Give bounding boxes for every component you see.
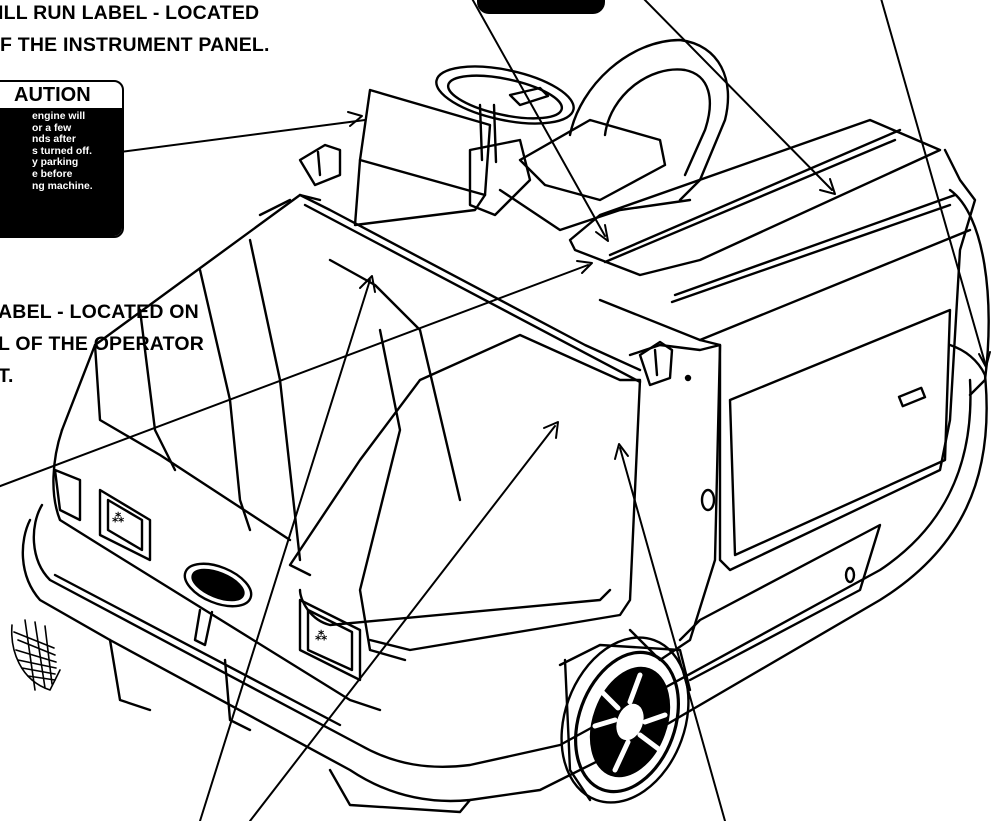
bumper-inner-line [32, 378, 972, 768]
front-emblem [183, 562, 253, 608]
tow-hook [193, 608, 214, 647]
skirt-front-plate [108, 638, 252, 732]
caution-line: nds after [32, 134, 76, 146]
hopper-ridge-3 [198, 268, 252, 532]
side-broom [10, 619, 61, 691]
top-label-line1: ILL RUN LABEL - LOCATED [0, 2, 260, 24]
hopper-ridge-5 [328, 258, 462, 502]
caution-line: engine will [32, 111, 86, 122]
seat-back-inner [603, 68, 712, 177]
side-column [628, 343, 722, 662]
side-plate-hole [844, 566, 856, 584]
caution-title: AUTION [14, 84, 91, 106]
headlight-right-symbol: ⁂ [315, 629, 328, 643]
seat-back [568, 38, 730, 202]
side-plate [678, 523, 882, 682]
light-bar-left [53, 468, 82, 522]
engine-cover-front-edge [598, 228, 972, 342]
front-pivot-right [638, 340, 674, 387]
caution-line: s turned off. [32, 145, 93, 157]
hopper-ridge-4 [248, 238, 302, 562]
headlight-right-housing-inner [306, 608, 354, 672]
caution-decal: AUTION engine will or a few nds after s … [0, 80, 124, 238]
left-label-line2: L OF THE OPERATOR [0, 333, 204, 355]
caution-line: y parking [32, 157, 79, 169]
hopper-ridge-6 [358, 328, 407, 662]
steering-wheel [435, 65, 575, 125]
engine-cover-slot-1 [603, 128, 902, 264]
hopper-right-lid [288, 333, 642, 652]
engine-cover-panel [728, 308, 952, 557]
bumper-lip [53, 573, 472, 814]
hopper-ridge-2 [138, 308, 177, 472]
engine-cover-slot-2 [670, 193, 957, 304]
headlight-left-housing-inner [106, 498, 144, 552]
hopper-right-lid-inner [298, 588, 612, 627]
left-label-line1: ABEL - LOCATED ON [0, 301, 199, 323]
caution-line: ng machine. [32, 180, 93, 192]
bumper-outline [21, 343, 988, 803]
front-pivot-left [298, 143, 342, 187]
side-column-hole [700, 488, 716, 512]
engine-cover-latch [897, 386, 927, 408]
caution-line: e before [32, 168, 73, 180]
top-label-line2: F THE INSTRUMENT PANEL. [0, 34, 270, 56]
caution-body: engine will or a few nds after s turned … [0, 108, 122, 236]
engine-cover-top [568, 118, 942, 277]
steering-knob [508, 86, 550, 107]
left-label-line3: T. [0, 365, 14, 387]
headlight-left-symbol: ⁂ [112, 511, 125, 525]
steering-column-base [468, 138, 532, 217]
engine-cover-side [698, 148, 977, 572]
caution-line: or a few [32, 122, 72, 134]
seat-cushion [518, 118, 667, 202]
front-emblem-inner [191, 568, 245, 602]
hopper-left-face [52, 428, 382, 712]
steering-column [478, 103, 498, 164]
steering-wheel-inner [446, 74, 564, 120]
hopper-front-top [60, 193, 322, 432]
rear-wheel [558, 636, 692, 804]
headlight-left-housing [98, 488, 152, 562]
top-callout-tag [477, 0, 605, 14]
side-column-bolt [684, 374, 692, 382]
seat-base [498, 188, 692, 232]
top-crossbar [258, 193, 642, 384]
instrument-panel-front [353, 158, 487, 227]
